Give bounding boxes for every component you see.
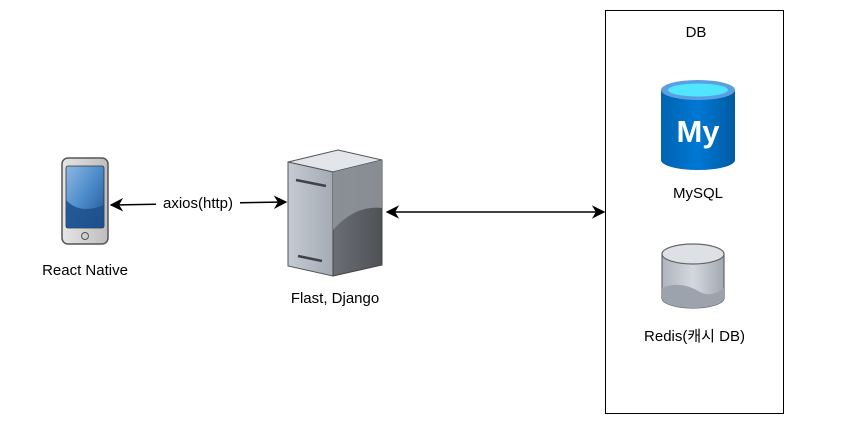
db-group-title: DB <box>685 24 707 41</box>
redis-label: Redis(캐시 DB) <box>644 328 745 345</box>
db-group-box <box>605 10 784 414</box>
connector-label: axios(http) <box>156 195 240 212</box>
smartphone-icon <box>61 157 109 245</box>
client-label: React Native <box>42 262 128 279</box>
server-label: Flast, Django <box>290 290 380 307</box>
mysql-label: MySQL <box>672 185 723 202</box>
server-tower-icon <box>287 149 383 277</box>
mysql-logo-text: My <box>676 114 720 149</box>
mysql-database-icon: My <box>661 80 735 170</box>
cylinder-database-icon <box>661 243 725 309</box>
